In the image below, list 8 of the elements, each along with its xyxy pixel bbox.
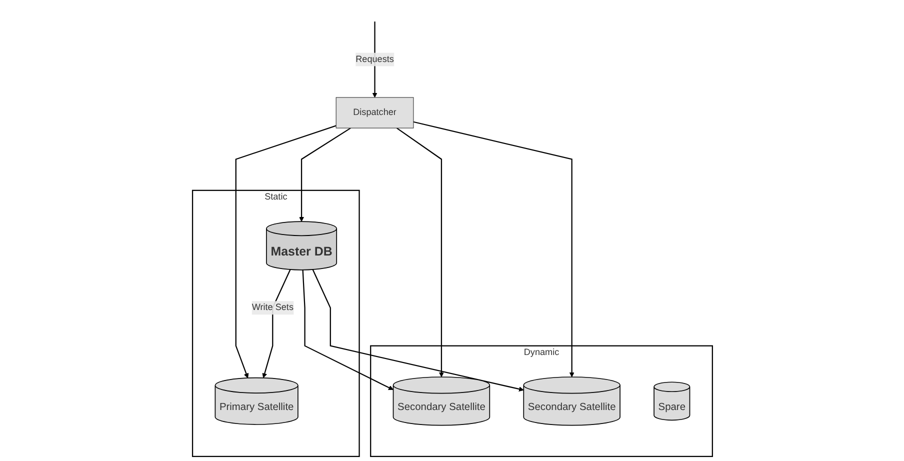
edge-label: Write Sets bbox=[251, 302, 293, 312]
arrow bbox=[302, 270, 393, 390]
edge-label: Requests bbox=[355, 54, 394, 64]
arrow bbox=[396, 128, 444, 378]
arrow bbox=[412, 121, 574, 378]
arrow bbox=[312, 269, 524, 392]
arrow bbox=[298, 128, 350, 222]
node-box: Dispatcher bbox=[335, 97, 414, 128]
